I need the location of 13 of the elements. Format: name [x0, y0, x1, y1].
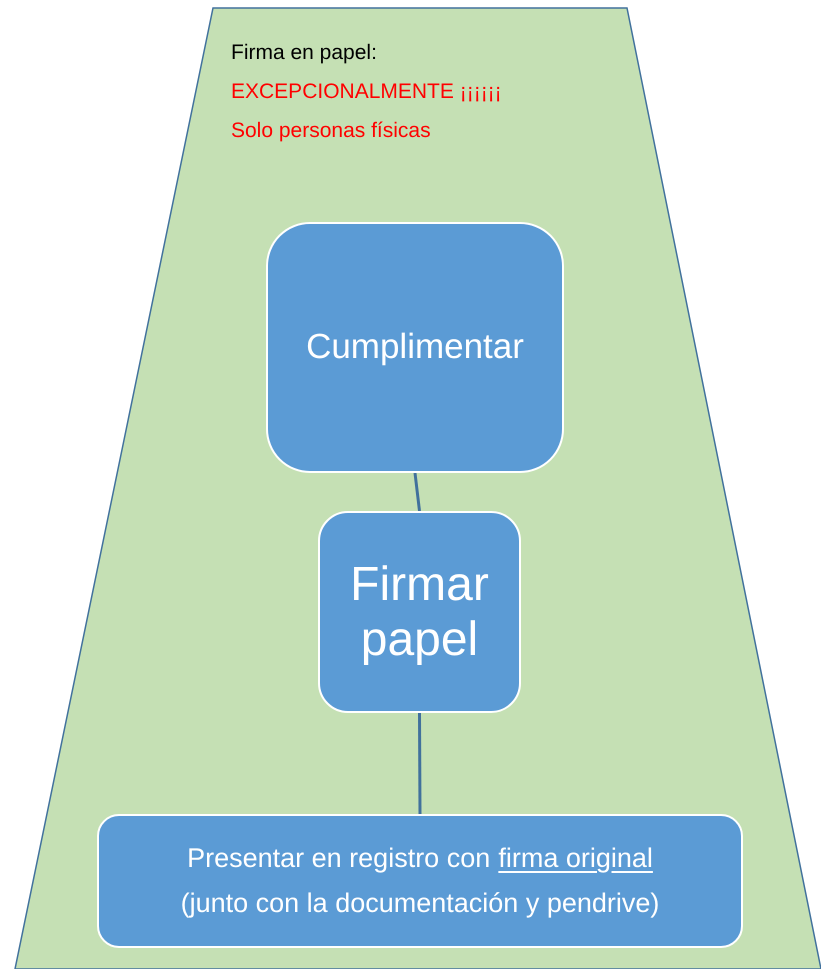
node-text: Cumplimentar	[306, 326, 524, 368]
rounded-process-box	[266, 222, 564, 473]
connector-line	[418, 713, 422, 814]
note-text: Firma en papel:	[231, 40, 378, 66]
rounded-process-box	[97, 814, 743, 948]
rounded-process-box	[318, 511, 521, 713]
node-text: Presentar en registro con	[187, 842, 490, 876]
note-text: Solo personas físicas	[231, 118, 432, 144]
node-text: Firmar papel	[349, 556, 490, 668]
connector-line	[414, 472, 421, 512]
node-text: (junto con la documentación y pendrive)	[180, 887, 660, 920]
note-text: EXCEPCIONALMENTE ¡¡¡¡¡¡	[231, 79, 502, 104]
node-text: firma original	[498, 842, 653, 876]
